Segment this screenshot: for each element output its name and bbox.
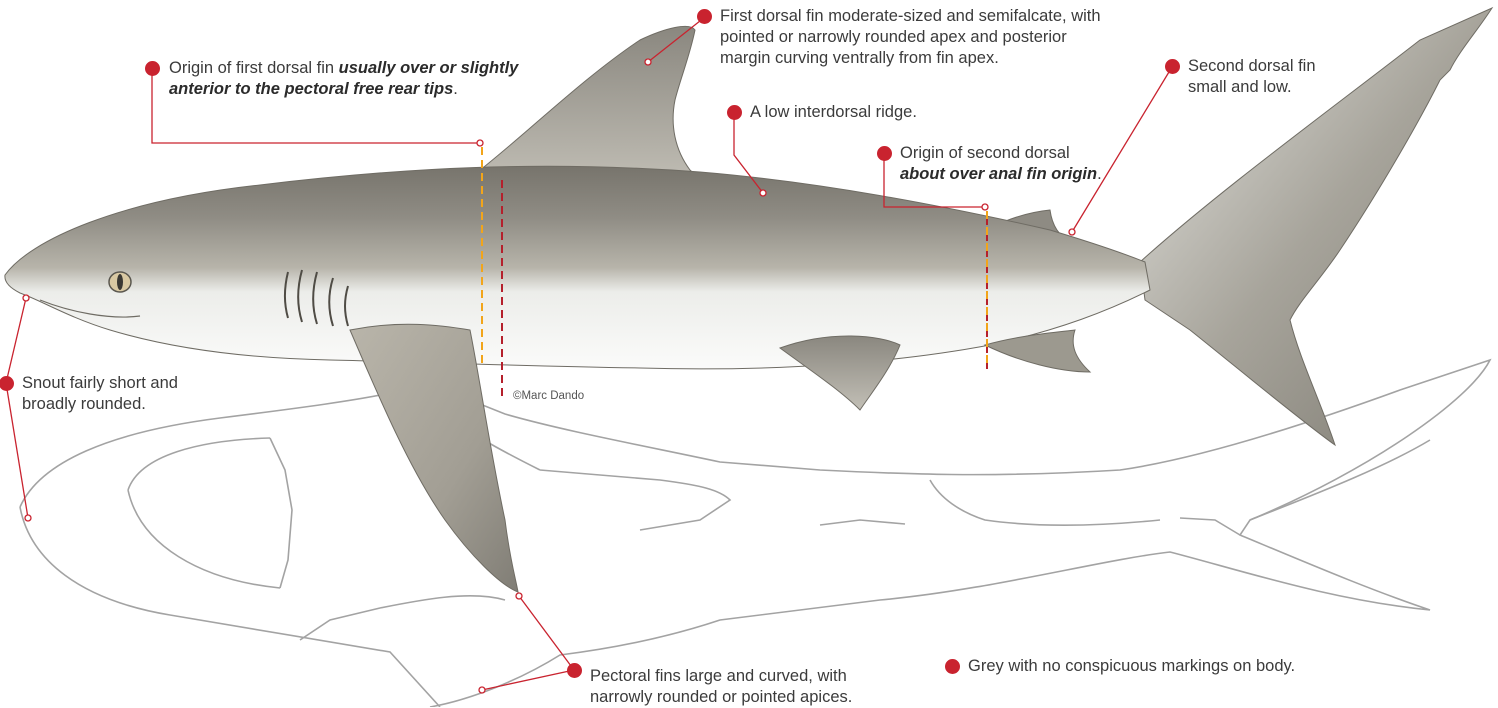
label-first-dorsal-origin: Origin of first dorsal fin usually over … [169, 58, 569, 100]
annotation-dot [945, 659, 960, 674]
annotation-dot [877, 146, 892, 161]
illustration-credit: ©Marc Dando [513, 390, 584, 402]
ventral-outline [20, 360, 1490, 707]
shark-body [5, 166, 1150, 369]
label-interdorsal-ridge: A low interdorsal ridge. [750, 102, 980, 123]
annotation-dot [567, 663, 582, 678]
label-first-dorsal-shape: First dorsal fin moderate-sized and semi… [720, 6, 1140, 69]
pelvic-fin [780, 336, 900, 410]
annotation-dot [697, 9, 712, 24]
label-second-dorsal: Second dorsal fin small and low. [1188, 56, 1348, 98]
label-pectoral: Pectoral fins large and curved, with nar… [590, 666, 930, 708]
annotation-dot [727, 105, 742, 120]
label-second-dorsal-origin: Origin of second dorsal about over anal … [900, 143, 1180, 185]
label-colour: Grey with no conspicuous markings on bod… [968, 656, 1388, 677]
annotation-dot [1165, 59, 1180, 74]
first-dorsal-fin [470, 26, 720, 188]
label-snout: Snout fairly short and broadly rounded. [22, 373, 232, 415]
annotation-dot [145, 61, 160, 76]
